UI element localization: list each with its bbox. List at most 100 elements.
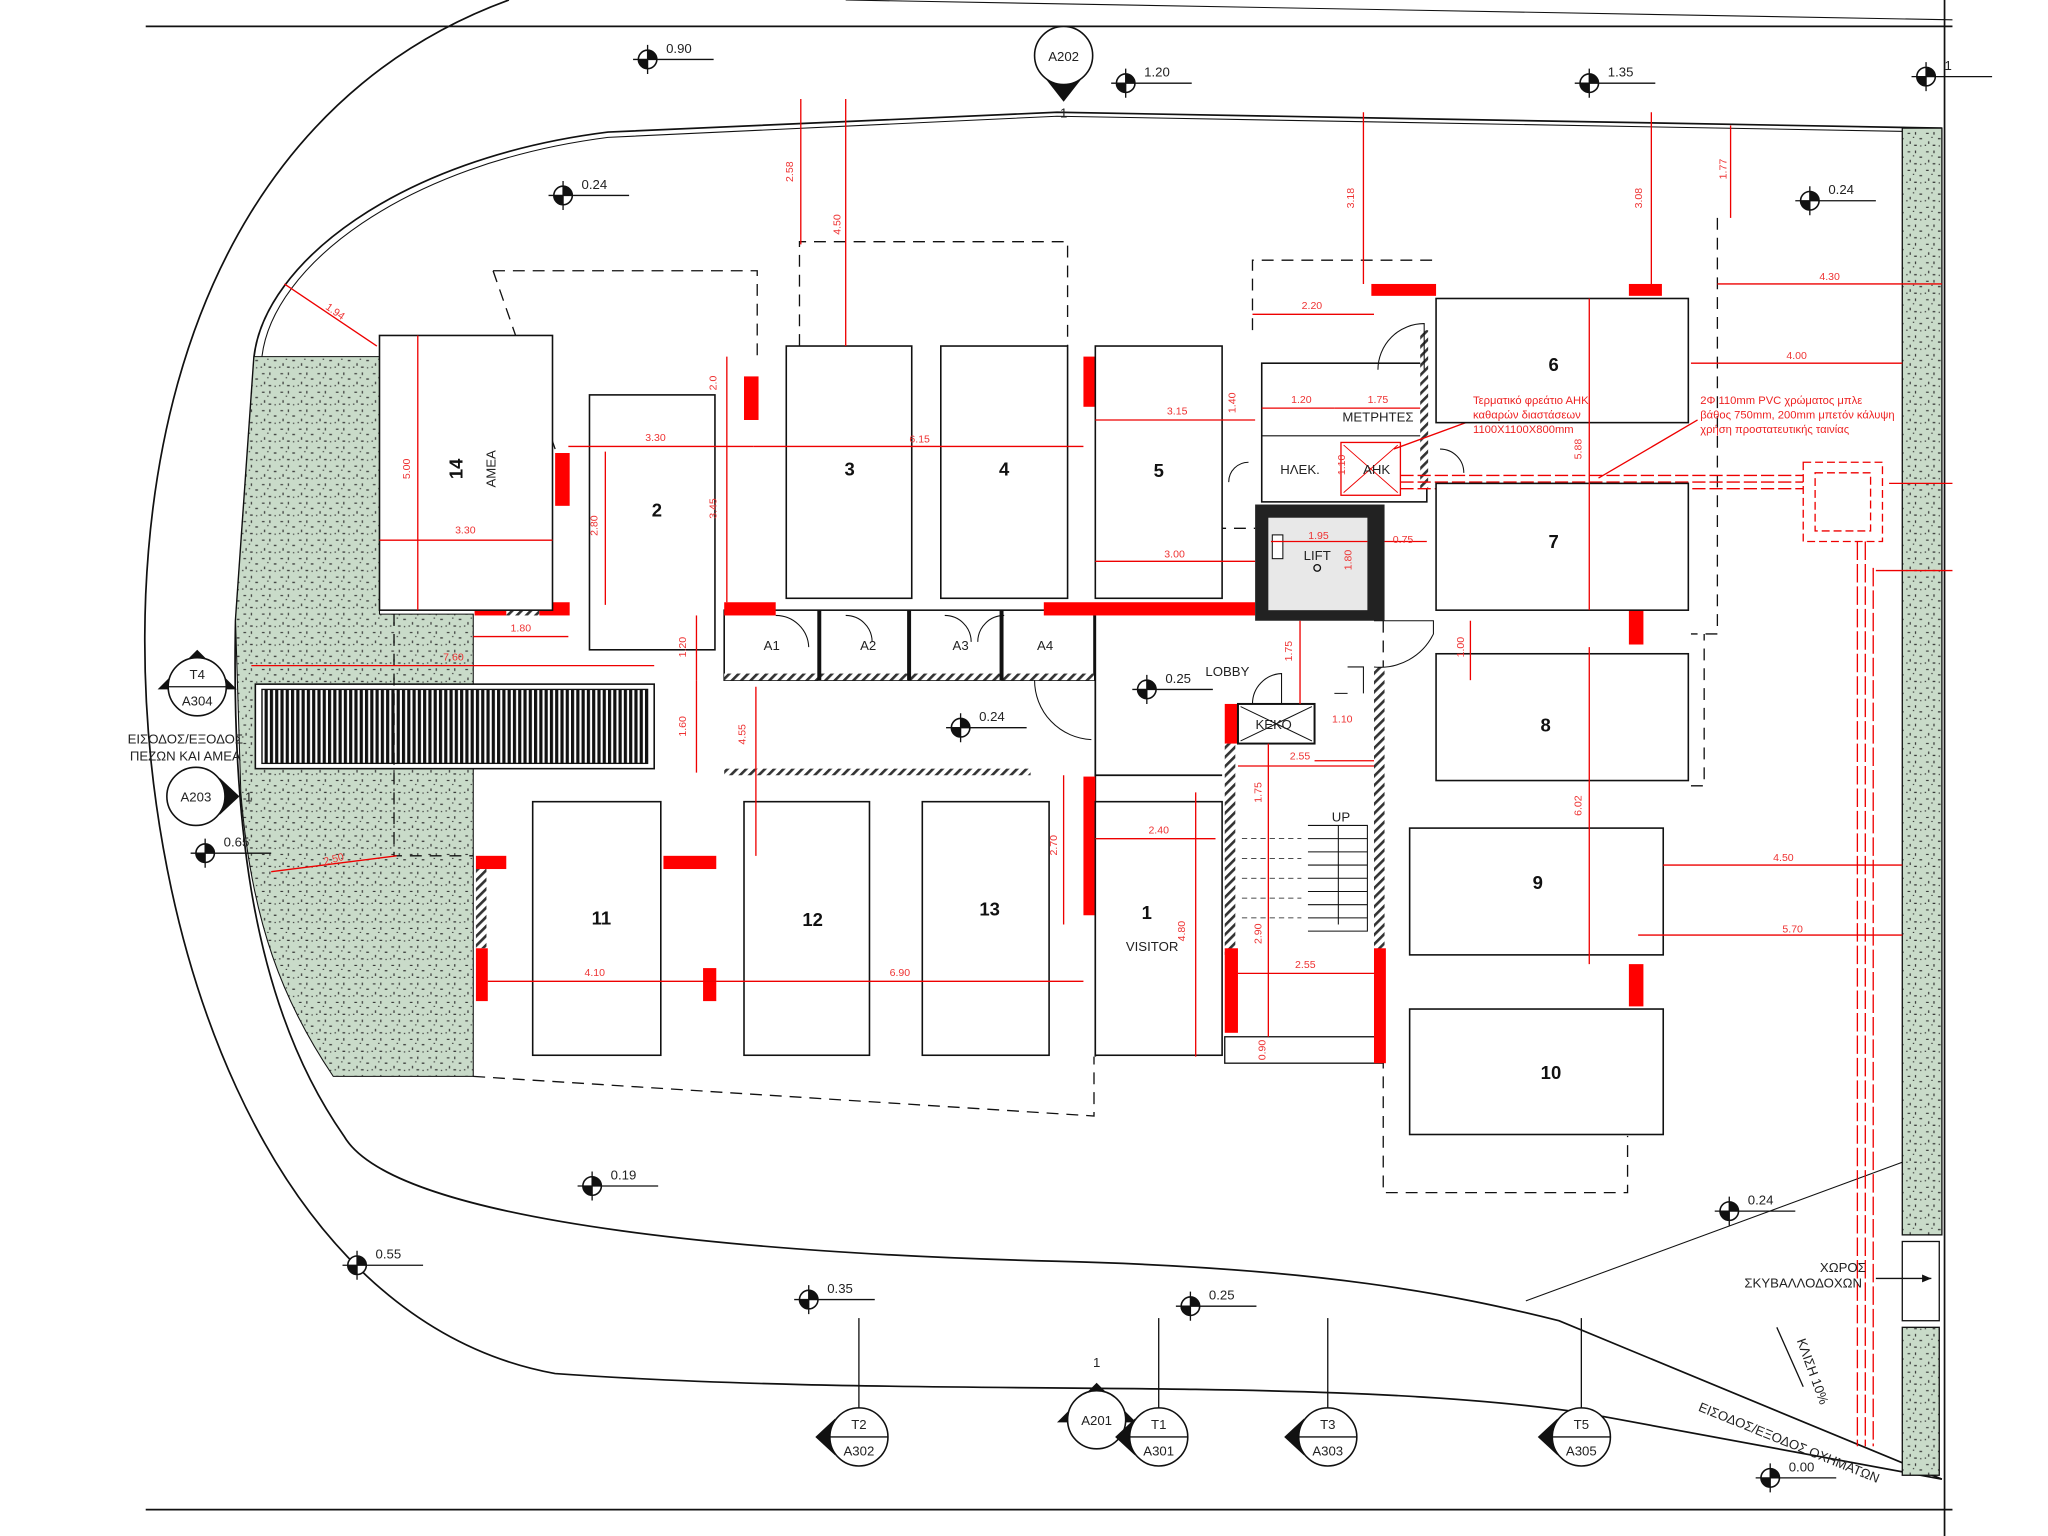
level-marker: 0.24 xyxy=(1714,1192,1796,1226)
parking-bay-number: 9 xyxy=(1533,872,1543,893)
dimension-label: 1.40 xyxy=(1226,392,1238,413)
section-marker-sheet: A301 xyxy=(1143,1443,1174,1458)
pvc-note-3: χρήση προστατευτικής ταινίας xyxy=(1700,424,1850,436)
red-wall-segments xyxy=(474,283,1662,1064)
dimension-label: 1.95 xyxy=(1308,530,1329,542)
parking-bay-outline xyxy=(1435,482,1690,611)
dimension-label: 7.60 xyxy=(443,651,464,663)
ahk-label: ΑΗΚ xyxy=(1363,462,1390,477)
level-marker: 1.35 xyxy=(1574,65,1656,98)
ahk-pit-note-3: 1100X1100X800mm xyxy=(1473,424,1574,436)
parking-bay-13: 13 xyxy=(921,800,1050,1057)
pedestrian-ramp xyxy=(254,683,655,770)
slope-label: ΚΛΙΣΗ 10% xyxy=(1794,1336,1832,1406)
dimension-label: 2.55 xyxy=(1295,959,1316,971)
dimension-label: 6.90 xyxy=(890,967,911,979)
parking-bay-outline xyxy=(921,800,1050,1057)
dimension-label: 3.15 xyxy=(1167,406,1188,418)
level-value: 0.19 xyxy=(611,1167,637,1182)
section-marker-id: T2 xyxy=(851,1417,866,1432)
meters-room-label: ΜΕΤΡΗΤΕΣ xyxy=(1342,409,1413,424)
parking-bay-outline xyxy=(1435,652,1690,782)
dimension-label: 4.50 xyxy=(1773,852,1794,864)
parking-bay-number: 3 xyxy=(845,458,855,479)
parking-bay-12: 12 xyxy=(743,800,871,1057)
dimension-label: 1.75 xyxy=(1283,641,1295,662)
dimension-label: 1.00 xyxy=(1455,637,1467,658)
parking-bay-number: 1 xyxy=(1142,902,1152,923)
section-marker-id: A201 xyxy=(1081,1413,1112,1428)
parking-bay-outline xyxy=(1408,1008,1665,1136)
section-marker-id: T4 xyxy=(190,667,205,682)
section-marker-number: 1 xyxy=(1060,106,1067,121)
level-marker: 0.24 xyxy=(946,709,1027,743)
section-pointer-icon xyxy=(219,777,240,815)
parking-bay-number: 11 xyxy=(592,908,612,929)
parking-bay-outline xyxy=(1435,297,1690,424)
dimension-line xyxy=(284,283,378,347)
dimension-label: 4.55 xyxy=(736,724,748,745)
section-marker-number: 1 xyxy=(1093,1355,1100,1370)
parking-bay-number: 13 xyxy=(979,898,1000,919)
parking-bay-10: 10 xyxy=(1408,1008,1665,1136)
keko-label: ΚΕΚΟ xyxy=(1255,717,1291,732)
section-marker-sheet: A303 xyxy=(1312,1443,1343,1458)
dimension-label: 4.30 xyxy=(1819,271,1840,283)
section-marker-id: T5 xyxy=(1574,1417,1589,1432)
parking-bay-11: 11 xyxy=(531,800,662,1057)
level-value: 0.25 xyxy=(1209,1288,1235,1303)
level-value: 0.24 xyxy=(1748,1192,1774,1207)
parking-bay-outline xyxy=(785,345,913,600)
parking-bay-outline xyxy=(743,800,871,1057)
level-value: 0.90 xyxy=(666,41,692,56)
dimension-label: 1.80 xyxy=(511,622,532,634)
dimension-label: 2.58 xyxy=(784,161,796,182)
dimension-label: 5.00 xyxy=(401,458,413,479)
parking-bay-outline xyxy=(1094,345,1223,600)
dimension-label: 4.00 xyxy=(1786,350,1807,362)
dimension-label: 1.77 xyxy=(1718,159,1730,180)
dimension-label: 2.90 xyxy=(1253,923,1265,944)
level-marker: 0.35 xyxy=(794,1281,875,1315)
level-marker: 0.24 xyxy=(548,177,630,210)
storage-unit-A1: A1 xyxy=(764,638,780,653)
section-marker-A202[interactable]: A202 1 xyxy=(1033,25,1094,121)
section-marker-id: A202 xyxy=(1048,49,1079,64)
parking-bay-8: 8 xyxy=(1435,652,1690,782)
pedestrian-entrance-label-2: ΠΕΖΩΝ ΚΑΙ ΑΜΕΑ xyxy=(130,749,241,764)
parking-bay-2: 2 xyxy=(588,394,716,651)
ahk-pit-note-1: Τερματικό φρεάτιο ΑΗΚ xyxy=(1473,395,1589,407)
stairs-up-label: UP xyxy=(1332,809,1351,824)
section-pointer-icon xyxy=(1115,1418,1135,1456)
level-value: 1.20 xyxy=(1144,65,1170,80)
level-value: 1.35 xyxy=(1608,65,1634,80)
parking-bay-4: 4 xyxy=(940,345,1069,600)
lift-label: LIFT xyxy=(1304,548,1331,563)
pedestrian-entrance-label-1: ΕΙΣΟΔΟΣ/ΕΞΟΔΟΣ xyxy=(128,732,244,747)
electrical-room-label: ΗΛΕΚ. xyxy=(1280,462,1320,477)
dimension-label: 6.15 xyxy=(909,433,930,445)
dimension-label: 3.30 xyxy=(645,432,666,444)
level-value: 0.24 xyxy=(582,177,608,192)
section-marker-id: T1 xyxy=(1151,1417,1166,1432)
level-marker: 0.25 xyxy=(1175,1288,1257,1321)
section-marker-A201[interactable]: A201 1 xyxy=(1057,1355,1137,1450)
level-value: 0.24 xyxy=(1828,182,1854,197)
storage-unit-A3: A3 xyxy=(953,638,969,653)
level-marker: 0.90 xyxy=(633,41,714,74)
section-marker-id: A203 xyxy=(181,790,212,805)
level-marker: 0.00 xyxy=(1755,1459,1837,1493)
parking-bay-6: 6 xyxy=(1435,297,1690,424)
dimension-label: 1.94 xyxy=(323,301,347,323)
utility-boxes xyxy=(1236,441,1402,745)
level-value: 0.24 xyxy=(979,709,1005,724)
